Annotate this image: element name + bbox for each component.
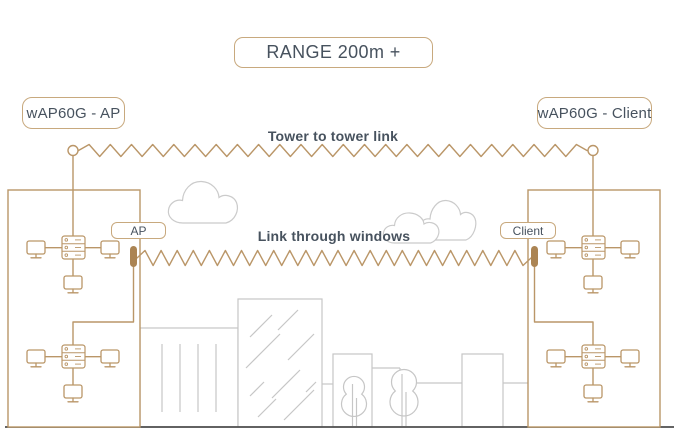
ap-indoor-label: AP [111,222,166,239]
tower-link-label: Tower to tower link [267,128,399,144]
window-link-label: Link through windows [257,228,411,244]
ap-indoor-label-text: AP [130,223,147,238]
router-icon [61,235,86,260]
lan-group-upper-right [546,235,640,294]
window-link-zigzag [136,249,532,267]
router-icon [61,344,86,369]
lan-group-lower-right [546,344,640,403]
client-indoor-label: Client [500,222,556,239]
wap60g-client-label: wAP60G - Client [537,97,652,129]
tree-icon [340,375,368,426]
skyline-building-small-right [461,353,504,428]
ap-antenna-node [67,144,79,157]
tree-icon [389,369,419,426]
wap60g-ap-label-text: wAP60G - AP [26,104,121,122]
window-link [72,246,594,346]
skyline-building-striped [139,327,239,428]
client-indoor-label-text: Client [512,223,544,238]
city-skyline [139,298,528,428]
wap60g-client-label-text: wAP60G - Client [537,104,652,122]
cloud-icon [382,212,440,244]
lan-group-lower-left [26,344,120,403]
range-badge-text: RANGE 200m + [266,42,401,62]
tower-link [67,143,599,237]
router-icon [581,235,606,260]
client-antenna-node [587,144,599,157]
range-badge: RANGE 200m + [234,37,433,68]
lan-group-upper-left [26,235,120,294]
router-icon [581,344,606,369]
tower-link-zigzag [77,143,588,158]
cloud-icon [167,180,238,224]
client-window-unit-icon [531,246,538,267]
wap60g-ap-label: wAP60G - AP [22,97,125,129]
ap-window-unit-icon [130,246,137,267]
